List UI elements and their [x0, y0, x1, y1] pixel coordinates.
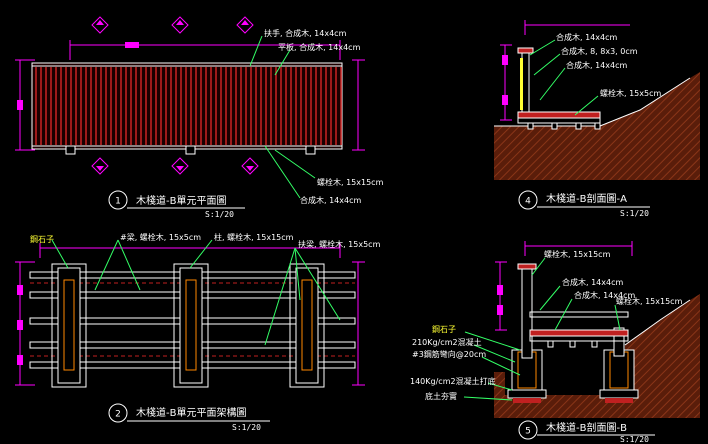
view-4-section-a: 合成木, 14x4cm 合成木, 8, 8x3, 0cm 合成木, 14x4cm…: [494, 20, 700, 218]
v1-title: 木棧道-B單元平面圖: [136, 194, 226, 207]
v1-label-4: 合成木, 14x4cm: [300, 195, 361, 205]
v1-label-2: 平板, 合成木, 14x4cm: [278, 42, 361, 52]
v5-label-1: 螺栓木, 15x15cm: [544, 249, 611, 259]
v1-label-1: 扶手, 合成木, 14x4cm: [264, 28, 347, 38]
view-2-framing: 鋼石子 #梁, 螺栓木, 15x5cm 柱, 螺栓木, 15x15cm 扶梁, …: [15, 232, 381, 432]
view-5-section-b: 螺栓木, 15x15cm 合成木, 14x4cm 合成木, 14x4cm 螺栓木…: [410, 241, 700, 444]
v2-label-3: 柱, 螺栓木, 15x15cm: [214, 232, 294, 242]
v5-label-4: 螺栓木, 15x15cm: [616, 296, 683, 306]
view-1-plan: 扶手, 合成木, 14x4cm 平板, 合成木, 14x4cm 螺栓木, 15x…: [15, 16, 384, 219]
v5-left-label-2: 210Kg/cm2混凝土: [412, 337, 482, 347]
v2-label-4: 扶梁, 螺栓木, 15x5cm: [298, 239, 381, 249]
v5-left-label-1: 鋼石子: [432, 324, 456, 334]
v4-label-2: 合成木, 8, 8x3, 0cm: [561, 46, 638, 56]
v4-title: 木棧道-B剖面圖-A: [546, 192, 627, 205]
v4-scale: S:1/20: [620, 209, 649, 218]
v2-label-1: 鋼石子: [30, 234, 54, 244]
v4-label-3: 合成木, 14x4cm: [566, 60, 627, 70]
v5-label-3: 合成木, 14x4cm: [574, 290, 635, 300]
v5-scale: S:1/20: [620, 435, 649, 444]
v5-left-label-5: 底土夯實: [425, 391, 457, 401]
v5-number: 5: [525, 427, 531, 437]
v5-left-label-3: #3鋼筋彎向@20cm: [412, 349, 486, 359]
v4-label-4: 螺栓木, 15x5cm: [600, 88, 661, 98]
v5-title: 木棧道-B剖面圖-B: [546, 421, 627, 434]
v4-number: 4: [525, 197, 531, 207]
v1-label-3: 螺栓木, 15x15cm: [317, 177, 384, 187]
v2-number: 2: [115, 410, 121, 420]
v5-label-2: 合成木, 14x4cm: [562, 277, 623, 287]
v2-title: 木棧道-B單元平面架構圖: [136, 406, 246, 419]
v1-number: 1: [115, 197, 121, 207]
v4-label-1: 合成木, 14x4cm: [556, 32, 617, 42]
v1-scale: S:1/20: [205, 210, 234, 219]
v2-label-2: #梁, 螺栓木, 15x5cm: [120, 232, 201, 242]
section-markers: [91, 16, 259, 175]
v5-left-label-4: 140Kg/cm2混凝土打底: [410, 376, 496, 386]
v2-scale: S:1/20: [232, 423, 261, 432]
